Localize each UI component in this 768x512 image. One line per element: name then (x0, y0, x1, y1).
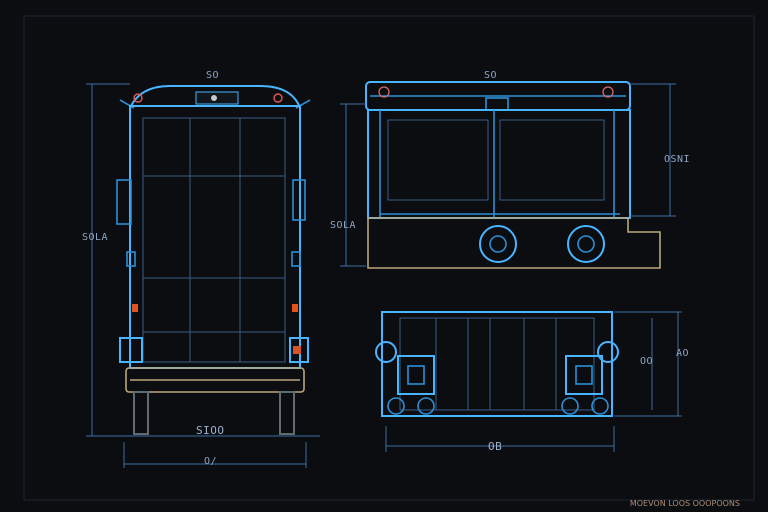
side-left-label: SOLA (330, 220, 357, 231)
front-chassis (125, 367, 305, 393)
front-corner-box-left (119, 337, 143, 363)
side-body (367, 109, 631, 219)
plan-outline (381, 311, 613, 417)
front-marker-light-left (132, 304, 138, 312)
side-right-label: OSNI (664, 154, 691, 165)
plan-wheel (417, 397, 435, 415)
side-wheel-hub (577, 235, 595, 253)
plan-view (375, 311, 682, 452)
front-body-inner (142, 117, 286, 363)
side-wheel-rear (567, 225, 605, 263)
front-elevation-view (86, 83, 320, 468)
plan-wheel (561, 397, 579, 415)
front-body-outline (129, 105, 301, 369)
front-handle-left (116, 179, 132, 225)
plan-box-left-inner (407, 365, 425, 385)
front-roof-arch (129, 85, 301, 109)
front-width-label: O/ (204, 456, 218, 467)
plan-inner (399, 317, 595, 411)
front-corner-box-right (289, 337, 309, 363)
plan-wheel (375, 341, 397, 363)
plan-right-label-1: OO (640, 356, 654, 367)
front-corner-light (293, 346, 301, 354)
side-wheel-front (479, 225, 517, 263)
plan-wheel (591, 397, 609, 415)
side-marker-left (378, 86, 390, 98)
side-window-left (387, 119, 489, 201)
plan-box-left (397, 355, 435, 395)
plan-box-right-inner (575, 365, 593, 385)
title-block-text: MOEVON LOOS OOOPOONS (629, 499, 740, 508)
front-marker-right (273, 93, 283, 103)
front-roof-lamp (211, 95, 217, 101)
side-wheel-hub (489, 235, 507, 253)
front-top-label: SO (206, 70, 220, 81)
sheet-frame (23, 15, 755, 501)
plan-bottom-label: OB (488, 440, 503, 453)
side-roof-box (485, 97, 509, 111)
front-side-label: SOLA (82, 232, 109, 243)
plan-wheel (387, 397, 405, 415)
front-bottom-label: SIOO (196, 424, 225, 437)
side-chassis (367, 217, 661, 269)
front-marker-light-right (292, 304, 298, 312)
plan-right-label-2: AO (676, 348, 690, 359)
side-elevation-view (340, 81, 676, 269)
front-marker-left (133, 93, 143, 103)
side-top-label: SO (484, 70, 498, 81)
front-handle-right (292, 179, 306, 221)
front-leg-right (279, 391, 295, 435)
front-clip-left (126, 251, 136, 267)
plan-box-right (565, 355, 603, 395)
plan-wheel (597, 341, 619, 363)
front-clip-right (291, 251, 301, 267)
side-marker-right (602, 86, 614, 98)
side-window-right (499, 119, 605, 201)
front-leg-left (133, 391, 149, 435)
